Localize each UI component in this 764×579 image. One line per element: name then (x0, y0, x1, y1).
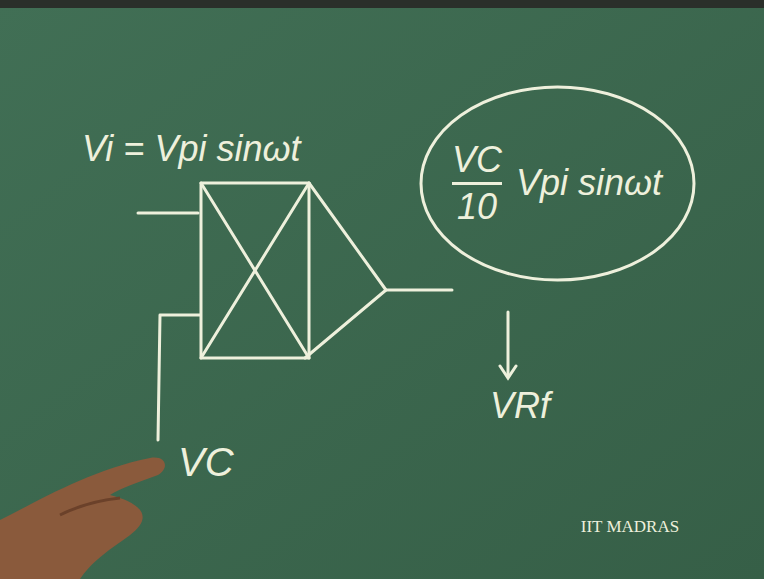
numerator: VC (452, 140, 502, 180)
expression: Vpi sinωt (516, 163, 662, 203)
watermark: IIT MADRAS (580, 518, 680, 536)
hand (0, 458, 165, 579)
control-voltage-label: VC (178, 440, 234, 485)
multiplier-symbol (138, 183, 452, 440)
fraction-bar (452, 182, 502, 185)
output-circle: VC 10 Vpi sinωt (418, 84, 697, 283)
output-arrow (500, 312, 516, 378)
denominator: 10 (457, 187, 497, 227)
output-signal-label: VRf (490, 385, 550, 427)
input-signal-label: Vi = Vpi sinωt (82, 128, 300, 170)
fraction: VC 10 (452, 140, 502, 226)
circle-content: VC 10 Vpi sinωt (452, 140, 662, 226)
